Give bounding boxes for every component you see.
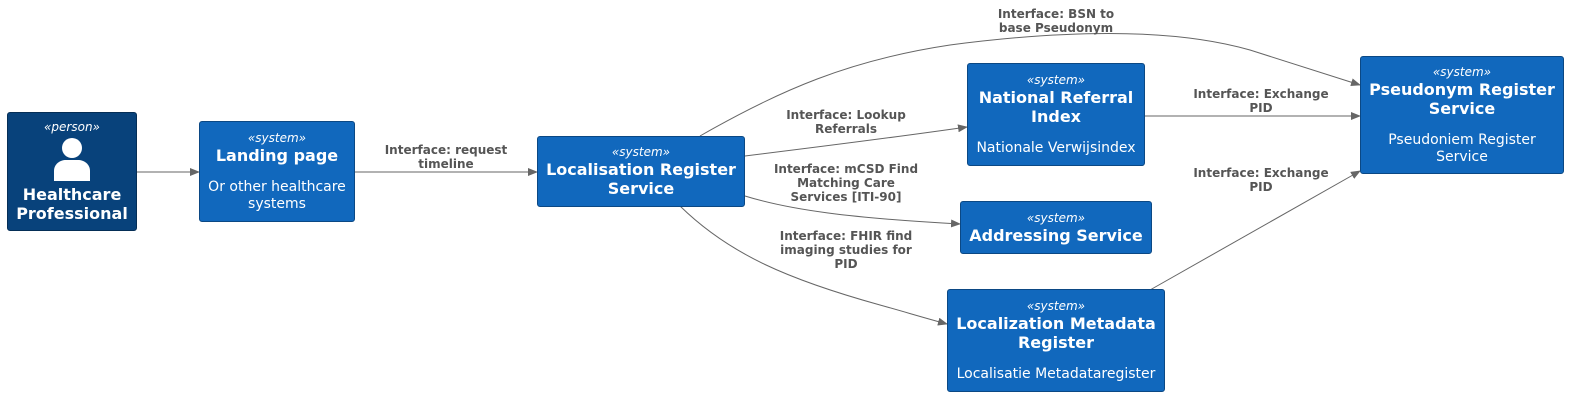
edge-localisation-to-metadata <box>679 205 948 326</box>
node-title: Healthcare Professional <box>16 185 128 223</box>
person-icon <box>54 138 90 181</box>
node-description: Nationale Verwijsindex <box>976 139 1136 156</box>
node-title: Addressing Service <box>969 225 1143 245</box>
node-stereotype: «system» <box>1026 72 1086 87</box>
edge-label-mcsd-find: Interface: mCSD Find Matching Care Servi… <box>773 162 919 204</box>
node-title: Landing page <box>215 145 339 165</box>
node-title: Localisation Register Service <box>546 160 736 198</box>
node-healthcare-professional[interactable]: «person» Healthcare Professional <box>7 112 137 231</box>
node-stereotype: «system» <box>1026 210 1086 225</box>
node-title: Localization Metadata Register <box>956 313 1156 352</box>
edge-label-exchange-pid-top: Interface: Exchange PID <box>1193 87 1329 115</box>
edge-label-fhir-find: Interface: FHIR find imaging studies for… <box>779 229 913 271</box>
node-localisation-register[interactable]: «system» Localisation Register Service <box>537 136 745 207</box>
edge-label-lookup-referrals: Interface: Lookup Referrals <box>786 108 906 136</box>
edge-localisation-to-addressing <box>744 195 961 228</box>
edge-label-bsn-to-pseudonym: Interface: BSN to base Pseudonym <box>997 7 1115 35</box>
node-pseudonym-register[interactable]: «system» Pseudonym Register Service Pseu… <box>1360 56 1564 174</box>
node-stereotype: «system» <box>1432 64 1492 79</box>
node-title: Pseudonym Register Service <box>1369 79 1555 118</box>
node-localization-metadata-register[interactable]: «system» Localization Metadata Register … <box>947 289 1165 392</box>
node-title: National Referral Index <box>978 87 1134 126</box>
edge-localisation-to-pseudonym <box>699 33 1361 137</box>
node-landing-page[interactable]: «system» Landing page Or other healthcar… <box>199 121 355 222</box>
node-stereotype: «system» <box>1026 298 1086 313</box>
edge-metadata-to-pseudonym <box>1149 170 1361 291</box>
node-stereotype: «person» <box>44 120 100 134</box>
node-stereotype: «system» <box>611 145 671 159</box>
node-national-referral-index[interactable]: «system» National Referral Index Nationa… <box>967 63 1145 166</box>
node-description: Localisatie Metadataregister <box>956 365 1156 382</box>
edge-label-exchange-pid-bottom: Interface: Exchange PID <box>1193 166 1329 194</box>
node-description: Pseudoniem Register Service <box>1388 131 1536 165</box>
edge-localisation-to-referral <box>744 124 968 157</box>
edge-label-request-timeline: Interface: request timeline <box>384 143 508 171</box>
node-description: Or other healthcare systems <box>208 178 346 212</box>
node-stereotype: «system» <box>247 130 307 145</box>
node-addressing-service[interactable]: «system» Addressing Service <box>960 201 1152 254</box>
